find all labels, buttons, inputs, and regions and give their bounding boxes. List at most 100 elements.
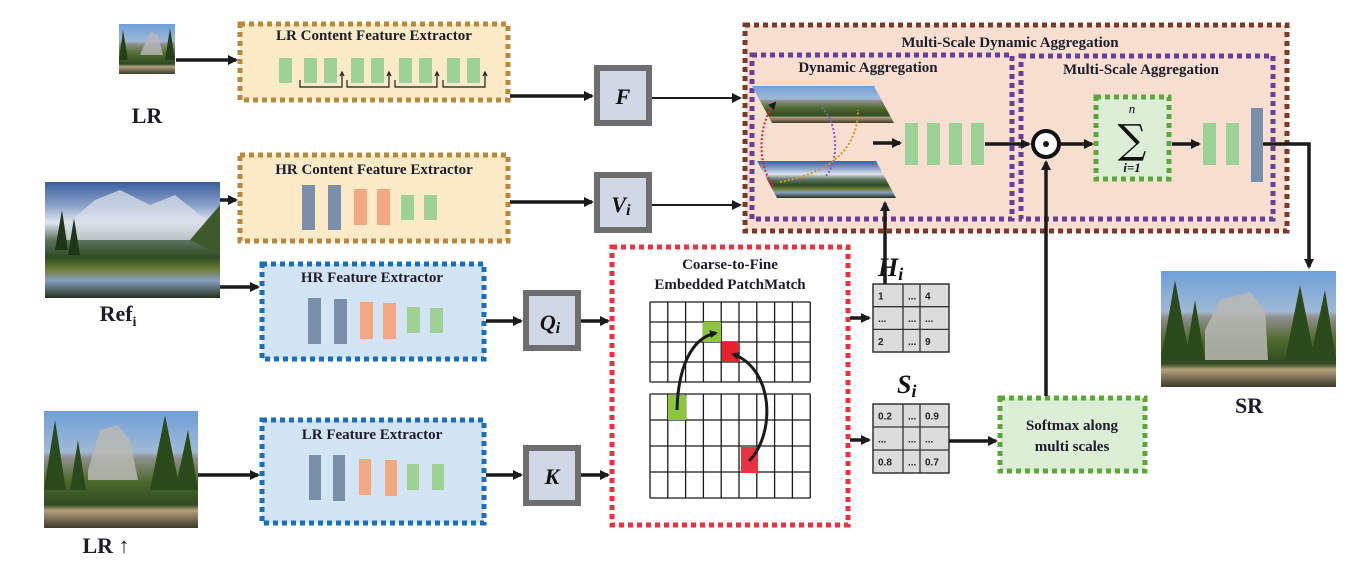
tensor-V-subscript: i bbox=[626, 202, 631, 219]
layer-block bbox=[949, 123, 962, 165]
residual-blocks bbox=[279, 58, 480, 83]
layer-block bbox=[359, 459, 371, 495]
sum-lower-limit: i=1 bbox=[1123, 160, 1141, 175]
softmax-along-multi-scales: Softmax along multi scales bbox=[997, 395, 1148, 474]
layer-block bbox=[328, 185, 341, 230]
match-arrow-green bbox=[675, 330, 718, 411]
lr-content-extractor-title: LR Content Feature Extractor bbox=[276, 28, 472, 44]
index-map-cell: 1 bbox=[878, 291, 884, 302]
layer-block bbox=[354, 189, 367, 225]
index-map-cell: ... bbox=[908, 291, 917, 302]
msda-title: Multi-Scale Dynamic Aggregation bbox=[901, 35, 1119, 51]
offset-arrow-orange bbox=[779, 109, 859, 183]
layer-block bbox=[1203, 123, 1216, 165]
layer-block bbox=[309, 455, 321, 500]
score-map-cell: 0.7 bbox=[925, 458, 939, 469]
score-map-cell: 0.2 bbox=[878, 412, 892, 423]
tensor-F-symbol: F bbox=[615, 84, 631, 109]
ref-image bbox=[45, 182, 220, 298]
lr-image bbox=[119, 24, 175, 74]
tensor-K-symbol: K bbox=[544, 464, 561, 489]
score-map-S: Si 0.2...0.9.........0.8...0.7 bbox=[872, 370, 950, 474]
index-map-cell: 4 bbox=[925, 291, 931, 302]
index-map-cell: 9 bbox=[925, 337, 931, 348]
tensor-Q-symbol: Q bbox=[540, 310, 556, 335]
layer-block bbox=[407, 464, 419, 490]
multi-scale-aggregation-title: Multi-Scale Aggregation bbox=[1063, 62, 1220, 78]
layer-block bbox=[971, 123, 984, 165]
tensor-H-subscript: i bbox=[898, 264, 903, 284]
sigma-icon: ∑ bbox=[1118, 117, 1147, 163]
svg-text:Refi: Refi bbox=[100, 301, 137, 330]
offset-arrow-purple bbox=[819, 105, 837, 177]
hr-content-feature-extractor: HR Content Feature Extractor bbox=[237, 152, 511, 244]
tensor-Q-subscript: i bbox=[556, 320, 561, 337]
match-arrow-red bbox=[731, 352, 769, 463]
multi-scale-aggregation: Multi-Scale Aggregation n ∑ i=1 bbox=[1018, 53, 1276, 222]
layer-block bbox=[927, 123, 940, 165]
index-map-cell: ... bbox=[925, 314, 934, 325]
layer-block bbox=[360, 302, 373, 339]
score-map-cell: ... bbox=[908, 435, 917, 446]
layer-block bbox=[308, 298, 321, 344]
ref-label-subscript: i bbox=[133, 315, 137, 330]
ref-label-text: Ref bbox=[100, 301, 134, 326]
layer-block bbox=[430, 308, 443, 333]
lr-content-feature-extractor: LR Content Feature Extractor bbox=[237, 21, 511, 103]
hr-feature-extractor: HR Feature Extractor bbox=[259, 261, 487, 362]
dynamic-aggregation: Dynamic Aggregation bbox=[749, 52, 1015, 222]
hr-content-extractor-title: HR Content Feature Extractor bbox=[275, 162, 473, 178]
patchmatch-title-line1: Coarse-to-Fine bbox=[682, 257, 778, 273]
tensor-K: K bbox=[523, 445, 581, 506]
tensor-S-subscript: i bbox=[911, 381, 916, 401]
hr-feature-extractor-title: HR Feature Extractor bbox=[301, 270, 444, 286]
svg-text:Vi: Vi bbox=[611, 192, 631, 219]
sr-label: SR bbox=[1235, 393, 1264, 418]
layer-block bbox=[424, 195, 437, 220]
layer-block bbox=[333, 455, 345, 501]
layer-block bbox=[1226, 123, 1239, 165]
tensor-H-symbol: H bbox=[877, 253, 899, 282]
dynamic-aggregation-title: Dynamic Aggregation bbox=[798, 60, 938, 76]
tensor-Q: Qi bbox=[523, 290, 581, 351]
ref-label: Refi bbox=[100, 301, 137, 330]
score-map-cell: ... bbox=[908, 458, 917, 469]
score-map-cell: ... bbox=[908, 412, 917, 423]
svg-text:Hi: Hi bbox=[877, 253, 903, 284]
layer-block bbox=[407, 307, 420, 333]
score-map-cell: ... bbox=[878, 435, 887, 446]
arrow-to-sr bbox=[1263, 142, 1314, 269]
skip-connections bbox=[299, 70, 488, 88]
softmax-line1: Softmax along bbox=[1026, 418, 1119, 434]
svg-text:Qi: Qi bbox=[540, 310, 561, 337]
layer-block bbox=[1251, 108, 1263, 182]
index-map-cell: ... bbox=[878, 314, 887, 325]
tensor-S-symbol: S bbox=[897, 370, 911, 399]
connections bbox=[176, 55, 1314, 480]
coarse-to-fine-patchmatch: Coarse-to-Fine Embedded PatchMatch bbox=[609, 244, 851, 528]
layer-block bbox=[377, 189, 390, 225]
lr-label: LR bbox=[132, 103, 164, 128]
layer-block bbox=[385, 460, 397, 496]
index-map-H: Hi 1...4.........2...9 bbox=[872, 253, 950, 353]
matched-patch-green bbox=[703, 322, 721, 342]
score-map-cell: 0.8 bbox=[878, 458, 892, 469]
tensor-V-symbol: V bbox=[611, 192, 628, 217]
lr-feature-extractor: LR Feature Extractor bbox=[259, 417, 487, 526]
matched-patch-red bbox=[722, 342, 739, 362]
reference-grid bbox=[649, 301, 811, 383]
softmax-line2: multi scales bbox=[1035, 439, 1110, 455]
lr-upsampled-label: LR ↑ bbox=[82, 533, 129, 558]
index-map-cell: 2 bbox=[878, 337, 884, 348]
layer-block bbox=[905, 123, 918, 165]
index-map-cell: ... bbox=[908, 337, 917, 348]
ref-feature-plane bbox=[757, 161, 896, 198]
sum-upper-limit: n bbox=[1129, 101, 1136, 116]
layer-block bbox=[432, 464, 444, 490]
score-map-cell: 0.9 bbox=[925, 412, 939, 423]
summation-block: n ∑ i=1 bbox=[1093, 94, 1172, 182]
elementwise-product-operator bbox=[1031, 129, 1061, 159]
svg-text:Si: Si bbox=[897, 370, 916, 401]
layer-block bbox=[334, 299, 347, 344]
